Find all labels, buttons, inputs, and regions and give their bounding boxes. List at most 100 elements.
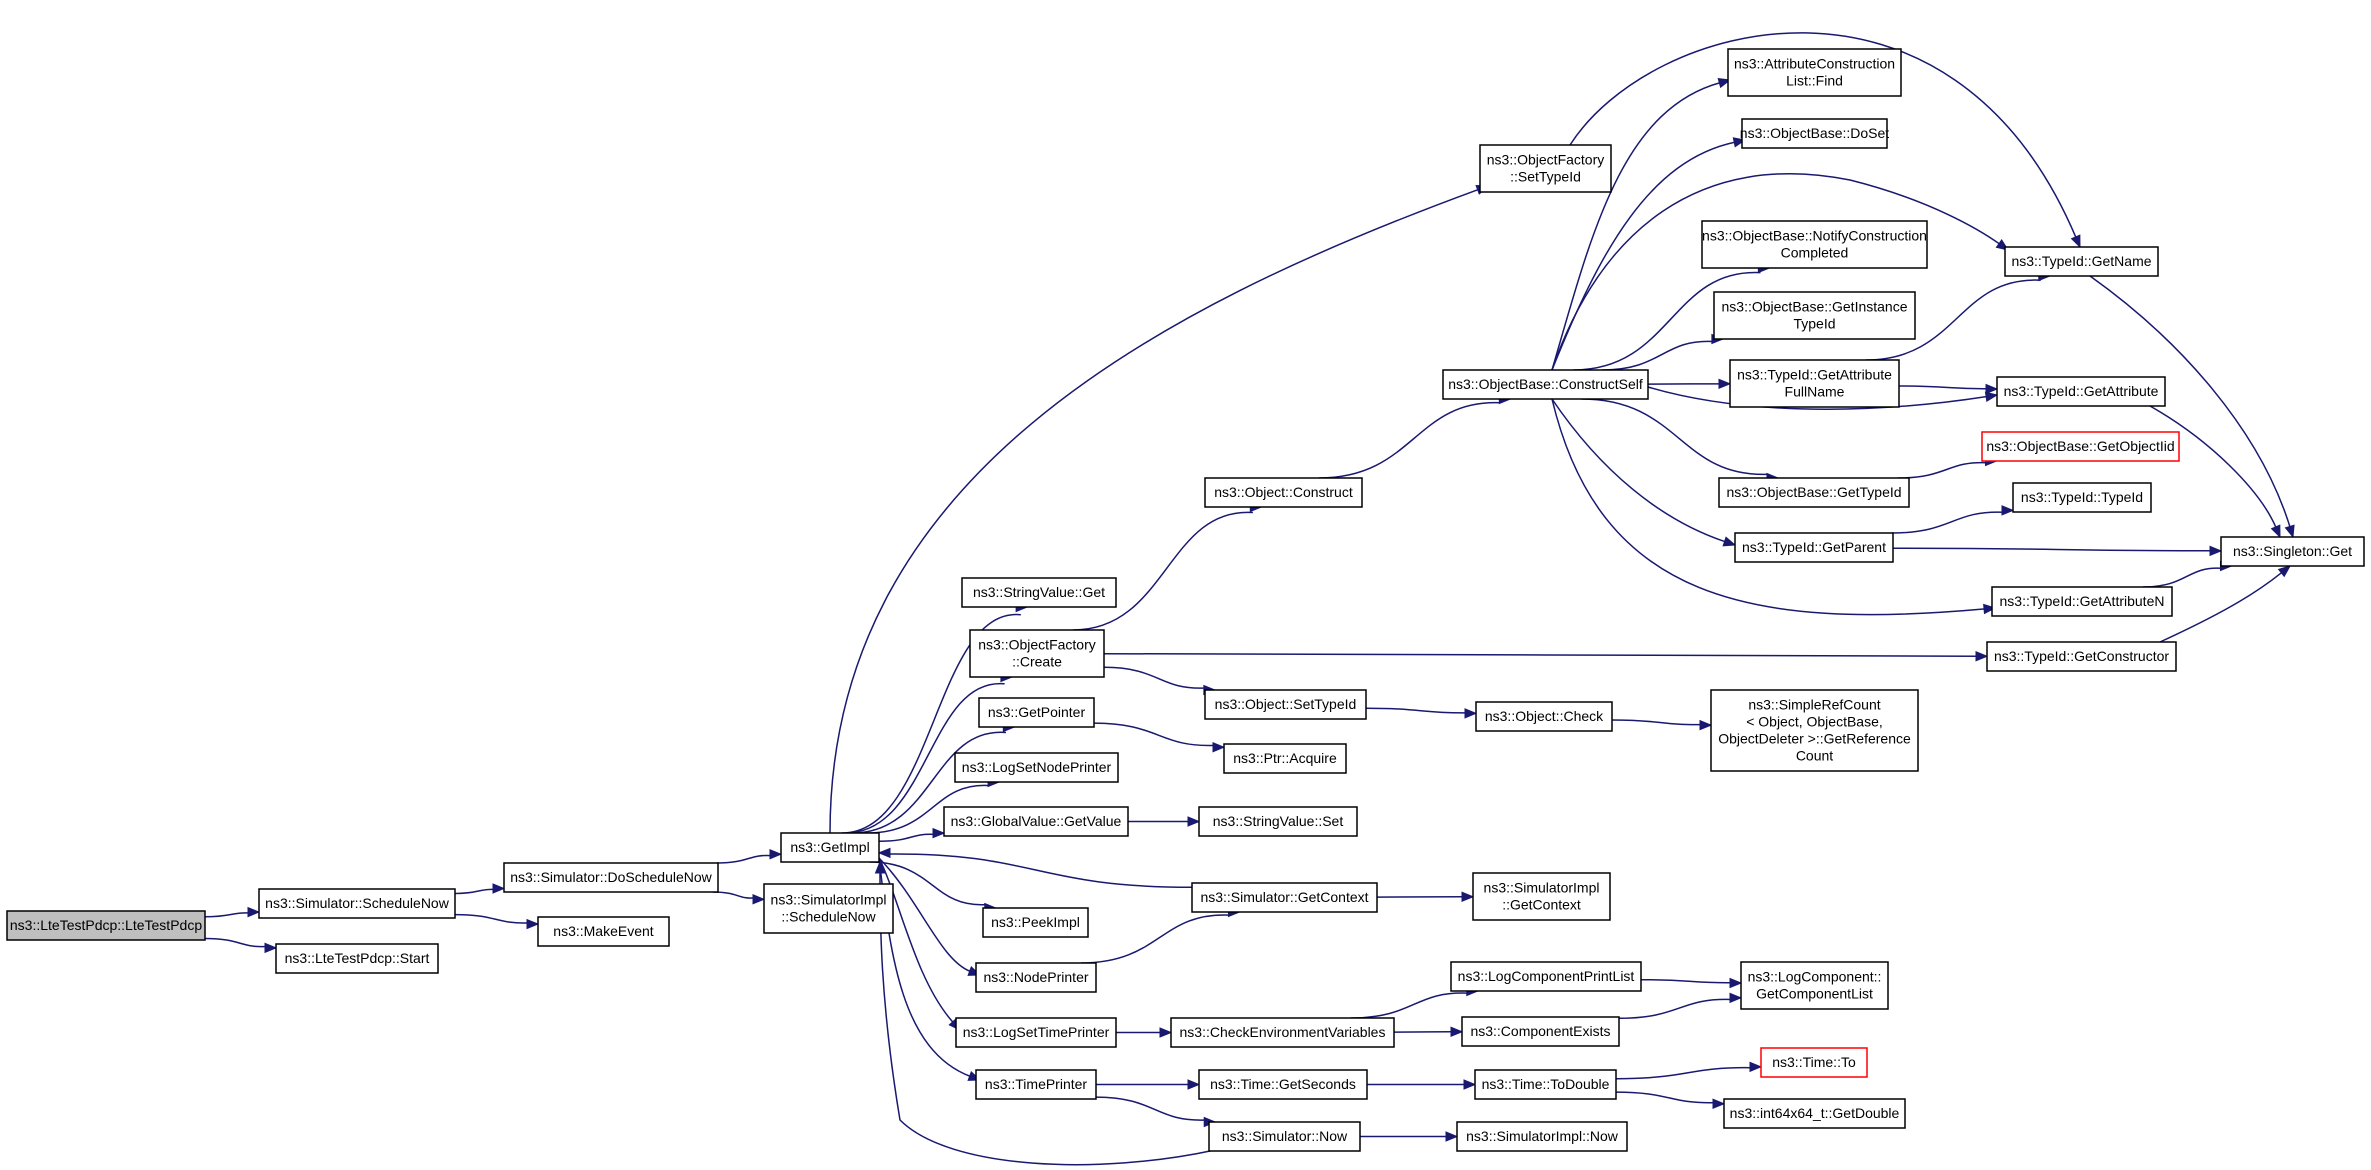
edge-simGetContext-to-simImplGetCtx bbox=[1376, 891, 1475, 903]
node-checkEnv[interactable]: ns3::CheckEnvironmentVariables bbox=[1170, 1017, 1395, 1048]
node-box bbox=[943, 806, 1129, 837]
node-box bbox=[2220, 536, 2365, 567]
node-box bbox=[1472, 872, 1611, 921]
edge-obConstructSelf-to-tidGetAttr bbox=[1647, 386, 1999, 410]
node-label: ns3::TypeId::GetAttribute bbox=[2004, 383, 2159, 399]
node-simpleRefCount[interactable]: ns3::SimpleRefCount< Object, ObjectBase,… bbox=[1710, 689, 1919, 772]
edge-timeToDouble-to-timeTo bbox=[1615, 1061, 1763, 1080]
node-timeGetSec[interactable]: ns3::Time::GetSeconds bbox=[1198, 1069, 1368, 1100]
node-tidGetName[interactable]: ns3::TypeId::GetName bbox=[2004, 246, 2159, 277]
node-objSetTypeId[interactable]: ns3::Object::SetTypeId bbox=[1204, 689, 1367, 720]
node-box bbox=[258, 888, 456, 919]
node-box bbox=[1479, 144, 1612, 193]
node-label: ns3::ObjectFactory bbox=[978, 637, 1096, 653]
node-obGetTypeId[interactable]: ns3::ObjectBase::GetTypeId bbox=[1718, 477, 1910, 508]
node-label: ns3::TypeId::TypeId bbox=[2021, 489, 2143, 505]
edge-timePrinter-to-simNow bbox=[1095, 1096, 1217, 1128]
node-strValGet[interactable]: ns3::StringValue::Get bbox=[961, 577, 1117, 608]
edge-line bbox=[845, 683, 1005, 834]
edge-line bbox=[1365, 707, 1467, 714]
edge-timeToDouble-to-int64GetDouble bbox=[1615, 1091, 1726, 1109]
node-root[interactable]: ns3::LteTestPdcp::LteTestPdcp bbox=[6, 910, 206, 941]
node-logCompPrintList[interactable]: ns3::LogComponentPrintList bbox=[1450, 961, 1642, 992]
edge-ofCreate-to-tidGetCtor bbox=[1103, 650, 1989, 662]
node-nodePrinter[interactable]: ns3::NodePrinter bbox=[975, 962, 1097, 993]
node-singletonGet[interactable]: ns3::Singleton::Get bbox=[2220, 536, 2365, 567]
node-box bbox=[1204, 477, 1363, 508]
edge-line bbox=[2149, 405, 2277, 529]
node-strValSet[interactable]: ns3::StringValue::Set bbox=[1198, 806, 1358, 837]
function-nodes: ns3::LteTestPdcp::LteTestPdcpns3::Simula… bbox=[6, 48, 2365, 1152]
node-obDoSet[interactable]: ns3::ObjectBase::DoSet bbox=[1740, 118, 1890, 149]
node-box bbox=[763, 883, 894, 934]
node-obConstructSelf[interactable]: ns3::ObjectBase::ConstructSelf bbox=[1442, 369, 1649, 400]
node-makeEvent[interactable]: ns3::MakeEvent bbox=[537, 916, 670, 947]
node-logCompGetList[interactable]: ns3::LogComponent::GetComponentList bbox=[1740, 961, 1889, 1010]
edge-line bbox=[1072, 511, 1253, 631]
edge-line bbox=[1618, 998, 1732, 1020]
node-compExists[interactable]: ns3::ComponentExists bbox=[1461, 1016, 1620, 1047]
node-simNow[interactable]: ns3::Simulator::Now bbox=[1208, 1121, 1361, 1152]
node-label: ns3::LogSetTimePrinter bbox=[963, 1024, 1110, 1040]
node-label: < Object, ObjectBase, bbox=[1746, 714, 1883, 730]
node-label: ns3::Simulator::ScheduleNow bbox=[265, 895, 450, 911]
edge-line bbox=[1551, 81, 1721, 371]
node-objCheck[interactable]: ns3::Object::Check bbox=[1475, 701, 1613, 732]
edge-ofSetTypeId-to-tidGetName bbox=[1569, 32, 2081, 249]
edge-logSetTime-to-checkEnv bbox=[1115, 1027, 1173, 1038]
edge-line bbox=[712, 891, 755, 899]
node-logSetTime[interactable]: ns3::LogSetTimePrinter bbox=[955, 1017, 1117, 1048]
edge-tidGetName-to-singletonGet bbox=[2089, 275, 2295, 539]
node-box bbox=[975, 1069, 1097, 1100]
arrowhead-icon bbox=[1187, 816, 1201, 827]
edge-checkEnv-to-compExists bbox=[1393, 1026, 1464, 1038]
arrowhead-icon bbox=[877, 847, 891, 859]
node-objConstruct[interactable]: ns3::Object::Construct bbox=[1204, 477, 1363, 508]
node-simImplGetCtx[interactable]: ns3::SimulatorImpl::GetContext bbox=[1472, 872, 1611, 921]
node-label: ns3::GlobalValue::GetValue bbox=[951, 813, 1122, 829]
node-box bbox=[503, 862, 719, 893]
node-ofSetTypeId[interactable]: ns3::ObjectFactory::SetTypeId bbox=[1479, 144, 1612, 193]
node-tidGetAttr[interactable]: ns3::TypeId::GetAttribute bbox=[1996, 376, 2166, 407]
node-timeToDouble[interactable]: ns3::Time::ToDouble bbox=[1474, 1069, 1617, 1100]
node-gvGetValue[interactable]: ns3::GlobalValue::GetValue bbox=[943, 806, 1129, 837]
node-box bbox=[1204, 689, 1367, 720]
node-tidGetAttrN[interactable]: ns3::TypeId::GetAttributeN bbox=[1991, 586, 2173, 617]
arrowhead-icon bbox=[1712, 1098, 1726, 1109]
node-doSchedNow[interactable]: ns3::Simulator::DoScheduleNow bbox=[503, 862, 719, 893]
node-getImpl[interactable]: ns3::GetImpl bbox=[780, 832, 880, 863]
node-tidGetParent[interactable]: ns3::TypeId::GetParent bbox=[1734, 532, 1894, 563]
edge-line bbox=[1573, 271, 1761, 371]
node-label: ns3::ObjectBase::GetInstance bbox=[1722, 299, 1908, 315]
node-simGetContext[interactable]: ns3::Simulator::GetContext bbox=[1191, 882, 1378, 913]
node-timeTo[interactable]: ns3::Time::To bbox=[1760, 1047, 1868, 1078]
node-obNotify[interactable]: ns3::ObjectBase::NotifyConstructionCompl… bbox=[1701, 220, 1928, 269]
node-simImplNow[interactable]: ns3::SimulatorImpl::Now bbox=[1456, 1121, 1628, 1152]
node-ptrAcquire[interactable]: ns3::Ptr::Acquire bbox=[1223, 743, 1347, 774]
node-peekImpl[interactable]: ns3::PeekImpl bbox=[982, 907, 1089, 938]
node-box bbox=[1729, 359, 1900, 408]
edge-line bbox=[878, 833, 935, 843]
node-logSetNode[interactable]: ns3::LogSetNodePrinter bbox=[954, 752, 1119, 783]
node-timePrinter[interactable]: ns3::TimePrinter bbox=[975, 1069, 1097, 1100]
node-ofCreate[interactable]: ns3::ObjectFactory::Create bbox=[969, 629, 1105, 678]
node-tidTypeId[interactable]: ns3::TypeId::TypeId bbox=[2012, 482, 2152, 513]
edge-line bbox=[878, 857, 971, 973]
node-label: ns3::ObjectBase::NotifyConstruction bbox=[1702, 228, 1927, 244]
arrowhead-icon bbox=[1464, 708, 1478, 719]
node-tidGetCtor[interactable]: ns3::TypeId::GetConstructor bbox=[1986, 641, 2177, 672]
edge-line bbox=[204, 937, 267, 948]
arrowhead-icon bbox=[1461, 891, 1475, 903]
edge-gvGetValue-to-strValSet bbox=[1127, 816, 1201, 827]
node-int64GetDouble[interactable]: ns3::int64x64_t::GetDouble bbox=[1723, 1098, 1906, 1129]
node-obGetObjectIid[interactable]: ns3::ObjectBase::GetObjectIid bbox=[1981, 431, 2180, 462]
node-getPointer[interactable]: ns3::GetPointer bbox=[978, 697, 1095, 728]
node-label: ns3::StringValue::Get bbox=[973, 584, 1105, 600]
node-schedNow[interactable]: ns3::Simulator::ScheduleNow bbox=[258, 888, 456, 919]
node-simImplSched[interactable]: ns3::SimulatorImpl::ScheduleNow bbox=[763, 883, 894, 934]
node-label: ns3::ObjectFactory bbox=[1487, 152, 1605, 168]
node-start[interactable]: ns3::LteTestPdcp::Start bbox=[275, 943, 439, 974]
